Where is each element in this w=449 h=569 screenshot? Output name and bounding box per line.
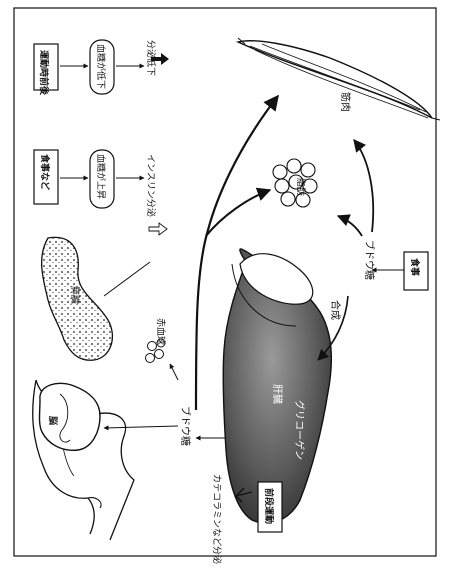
insulin-secretion-label: インスリン分泌	[145, 154, 157, 217]
arrow-glucose-to-rbc	[170, 364, 178, 380]
liver-label: 肝臓	[271, 384, 283, 404]
muscle-label: 筋肉	[339, 92, 352, 112]
blood-sugar-down-label: 血糖が低下	[95, 44, 107, 89]
glucose-left-label: ブドウ糖	[179, 406, 192, 446]
meal-etc-label: 食事など	[39, 153, 51, 190]
synthesis-label: 合成	[329, 300, 342, 320]
red-blood-cells-label: 赤血球	[155, 318, 167, 345]
fat-illustration	[273, 159, 317, 207]
glycogen-label: グリコーゲン	[293, 400, 306, 460]
pancreas-label: 膵臓	[69, 286, 80, 304]
insulin-up-arrow-icon	[149, 223, 167, 235]
arrow-glucose-to-fat	[338, 216, 362, 236]
fat-label: 脂肪	[295, 178, 307, 196]
arrow-trunk-to-fat	[206, 190, 270, 236]
exercise-front-label: 前段運動	[263, 488, 275, 524]
catecholamine-label: カテコラミンなど分泌	[211, 474, 223, 564]
pancreas-to-insulin-line	[104, 262, 150, 296]
arrow-glucose-to-muscle	[354, 140, 373, 232]
meal-right-label: 食事	[409, 257, 421, 276]
exercise-before-label: 運動時前後	[38, 50, 50, 96]
blood-sugar-up-label: 血糖が上昇	[95, 154, 107, 199]
glucose-right-label: ブドウ糖	[363, 240, 376, 280]
arrow-glucose-to-brain	[104, 426, 178, 428]
brain-label: 脳	[47, 415, 59, 425]
